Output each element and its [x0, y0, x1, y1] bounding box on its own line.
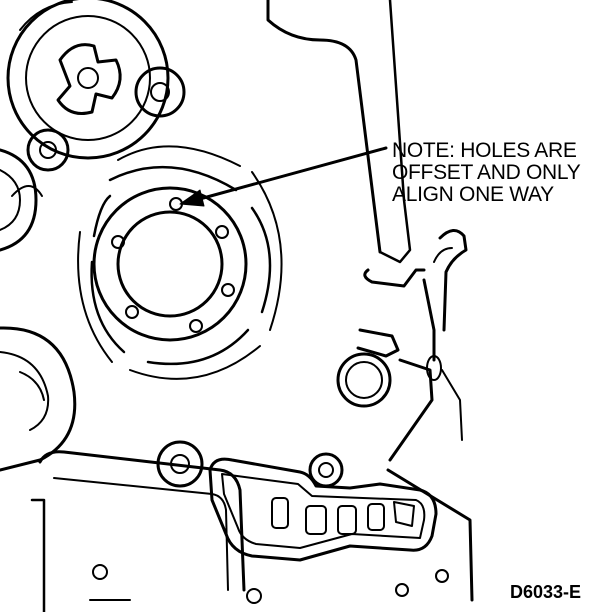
lower-left-gear — [0, 328, 75, 470]
bottom-fasteners — [90, 565, 448, 603]
note-line-1: NOTE: HOLES ARE — [392, 139, 577, 162]
note-leader-arrow — [180, 148, 386, 206]
right-housing-wall — [268, 0, 472, 600]
round-port — [338, 354, 441, 406]
lower-passage-plate — [32, 442, 342, 612]
figure-identifier: D6033-E — [510, 582, 582, 602]
upper-left-gear-hub — [8, 0, 168, 158]
upper-small-bosses — [12, 2, 184, 196]
left-edge-gear — [0, 150, 36, 250]
offset-holes-note: NOTE: HOLES ARE OFFSET AND ONLY ALIGN ON… — [392, 139, 581, 206]
note-line-2: OFFSET AND ONLY — [392, 161, 581, 184]
valve-body-outline — [210, 459, 436, 560]
bolt-holes — [112, 198, 234, 332]
note-line-3: ALIGN ONE WAY — [392, 183, 554, 206]
center-bearing-bore — [78, 146, 281, 379]
